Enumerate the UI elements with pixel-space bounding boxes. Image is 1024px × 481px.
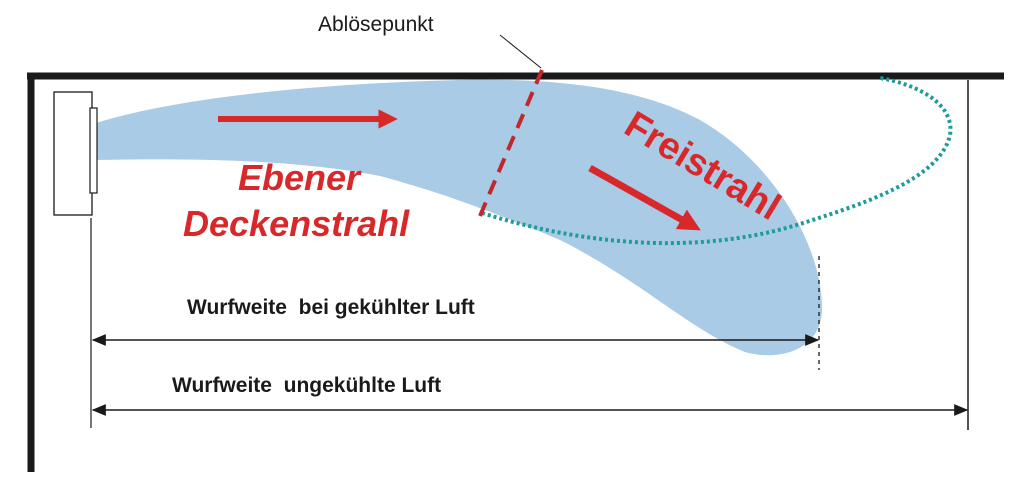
separation-point-leader xyxy=(499,34,542,69)
flat-ceiling-jet-label-line2: Deckenstrahl xyxy=(183,203,410,244)
free-jet-arrow xyxy=(588,164,701,231)
separation-line xyxy=(478,69,544,217)
uncooled-throw-label: Wurfweite ungekühlte Luft xyxy=(172,374,441,397)
separation-point-label: Ablösepunkt xyxy=(318,13,434,36)
air-outlet-icon xyxy=(53,91,98,216)
flat-ceiling-jet-label-line1: Ebener xyxy=(238,157,362,198)
cooled-throw-label: Wurfweite bei gekühlter Luft xyxy=(187,296,475,319)
air-jet-shape xyxy=(96,79,823,356)
